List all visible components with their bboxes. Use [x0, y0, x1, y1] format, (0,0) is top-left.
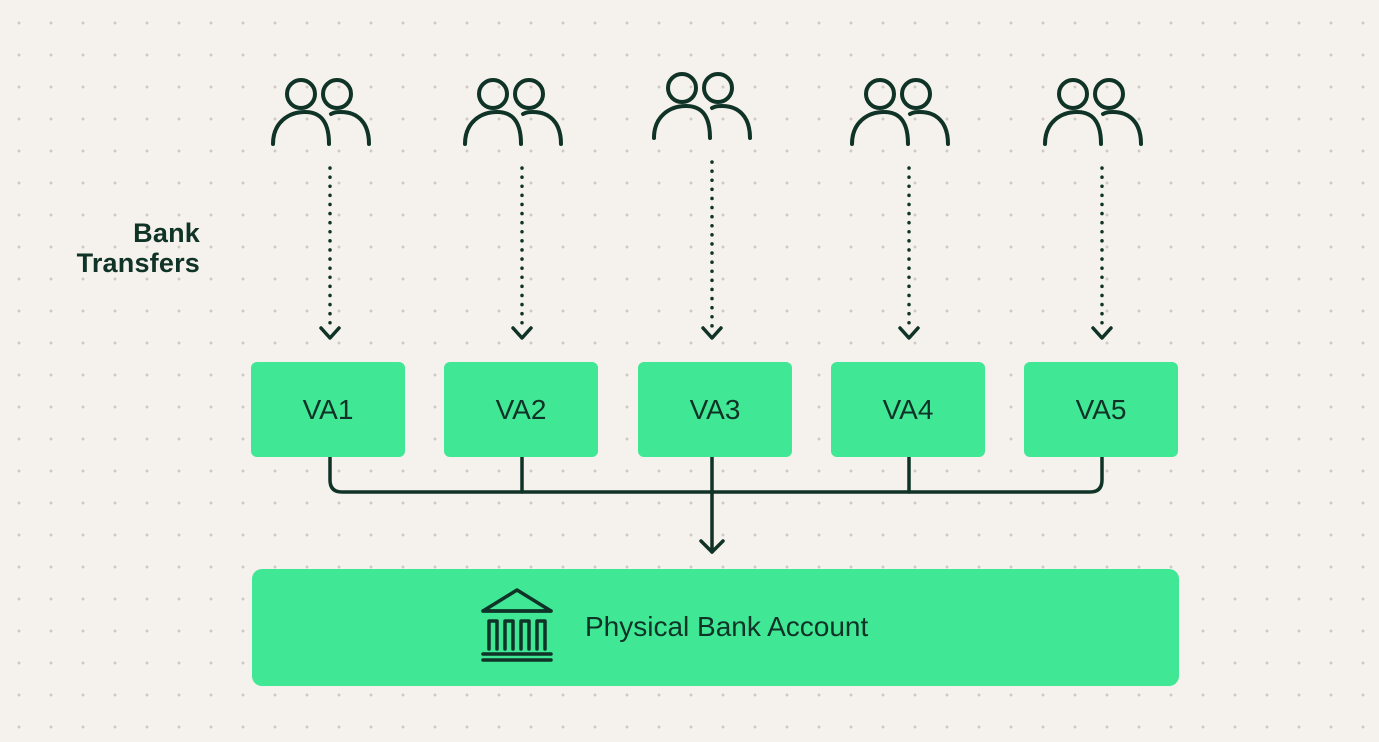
arrow-head [1091, 326, 1113, 340]
virtual-account-box-va3: VA3 [638, 362, 792, 457]
bank-transfers-label-line1: Bank [133, 218, 200, 248]
arrow-head [701, 326, 723, 340]
virtual-account-label: VA5 [1075, 393, 1127, 425]
virtual-account-box-va1: VA1 [251, 362, 405, 457]
arrow-head [511, 326, 533, 340]
users-icon [1043, 78, 1143, 146]
virtual-account-label: VA3 [689, 393, 741, 425]
virtual-account-label: VA4 [882, 393, 934, 425]
merge-line [328, 455, 1104, 494]
users-icon [463, 78, 563, 146]
physical-bank-account-box: Physical Bank Account [252, 569, 1179, 686]
users-icon [271, 78, 371, 146]
virtual-account-box-va2: VA2 [444, 362, 598, 457]
virtual-account-box-va4: VA4 [831, 362, 985, 457]
users-icon [850, 78, 950, 146]
virtual-account-label: VA2 [495, 393, 547, 425]
main-arrow-head [699, 539, 725, 554]
bank-transfers-label: Bank Transfers [40, 218, 200, 278]
virtual-account-label: VA1 [302, 393, 354, 425]
virtual-account-box-va5: VA5 [1024, 362, 1178, 457]
bank-transfers-label-line2: Transfers [76, 248, 200, 278]
physical-bank-account-label: Physical Bank Account [585, 611, 869, 642]
bank-building-icon [481, 588, 553, 662]
arrow-head [898, 326, 920, 340]
arrow-head [319, 326, 341, 340]
users-icon [652, 72, 752, 140]
